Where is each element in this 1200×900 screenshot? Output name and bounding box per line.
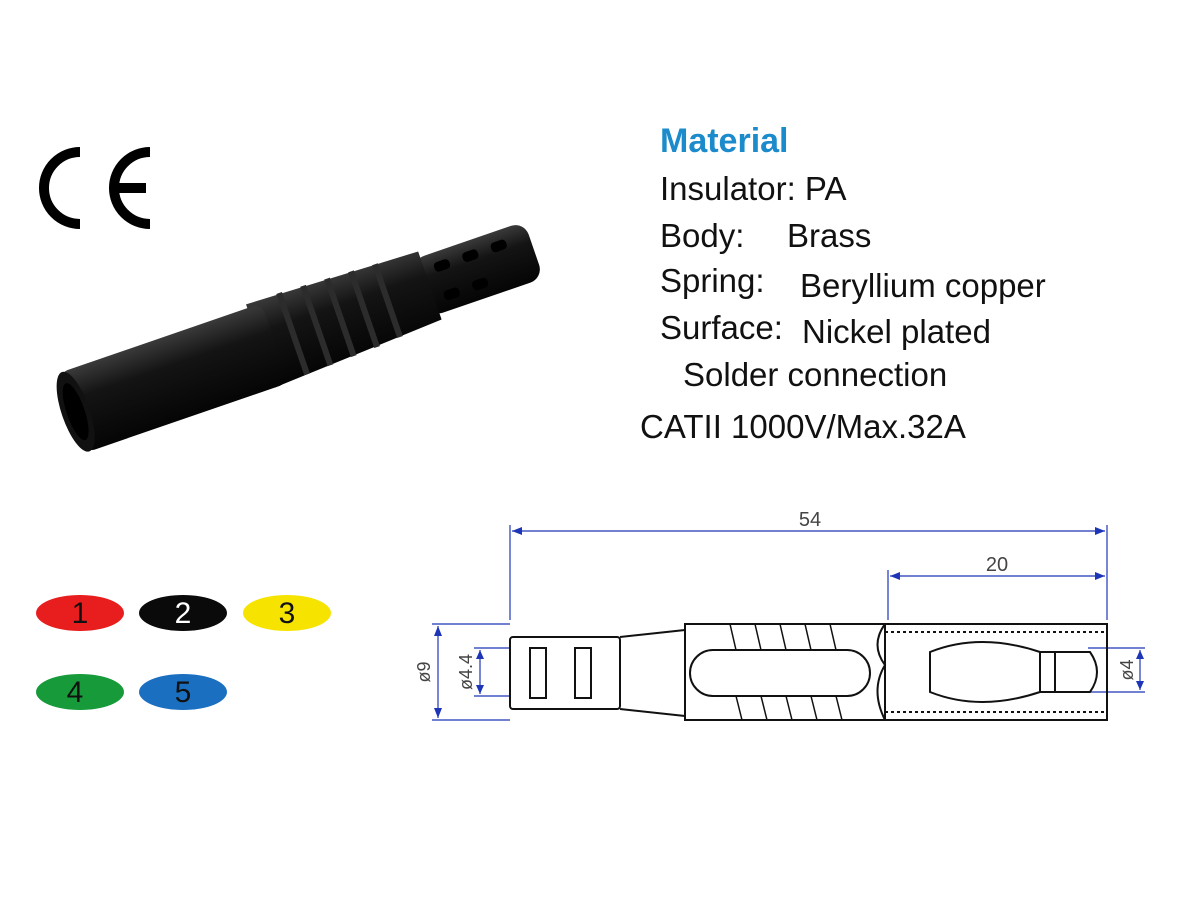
product-photo [56, 225, 540, 452]
color-options: 1 2 3 4 5 [36, 595, 331, 710]
color-option-number: 4 [67, 676, 84, 709]
dimension-socket-length: 20 [986, 554, 1008, 576]
insulator-spec: Insulator: PA [660, 170, 847, 207]
technical-drawing: 54 20 ø9 ø4.4 ø4 [414, 509, 1145, 721]
socket-outline [509, 623, 1108, 721]
color-option-number: 2 [175, 597, 192, 630]
connection-type: Solder connection [683, 356, 948, 393]
surface-value: Nickel plated [802, 313, 991, 350]
color-option-number: 5 [175, 676, 192, 709]
electrical-rating: CATII 1000V/Max.32A [640, 408, 966, 445]
color-option-2: 2 [139, 595, 227, 631]
dimension-pin-diameter: ø4 [1117, 659, 1137, 680]
color-option-5: 5 [139, 674, 227, 710]
color-option-4: 4 [36, 674, 124, 710]
dimension-outer-diameter: ø9 [414, 661, 434, 682]
color-option-3: 3 [243, 595, 331, 631]
body-label: Body: [660, 217, 745, 254]
spring-label: Spring: [660, 262, 765, 299]
color-option-1: 1 [36, 595, 124, 631]
ce-mark: CE [39, 147, 151, 229]
material-heading: Material [660, 122, 789, 160]
body-value: Brass [787, 217, 872, 254]
color-option-number: 3 [279, 597, 296, 630]
surface-label: Surface: [660, 309, 783, 346]
color-option-number: 1 [72, 597, 89, 630]
dimension-total-length: 54 [799, 509, 821, 531]
spring-value: Beryllium copper [800, 267, 1046, 304]
dimension-lines [432, 525, 1145, 721]
dimension-cable-diameter: ø4.4 [456, 654, 476, 690]
